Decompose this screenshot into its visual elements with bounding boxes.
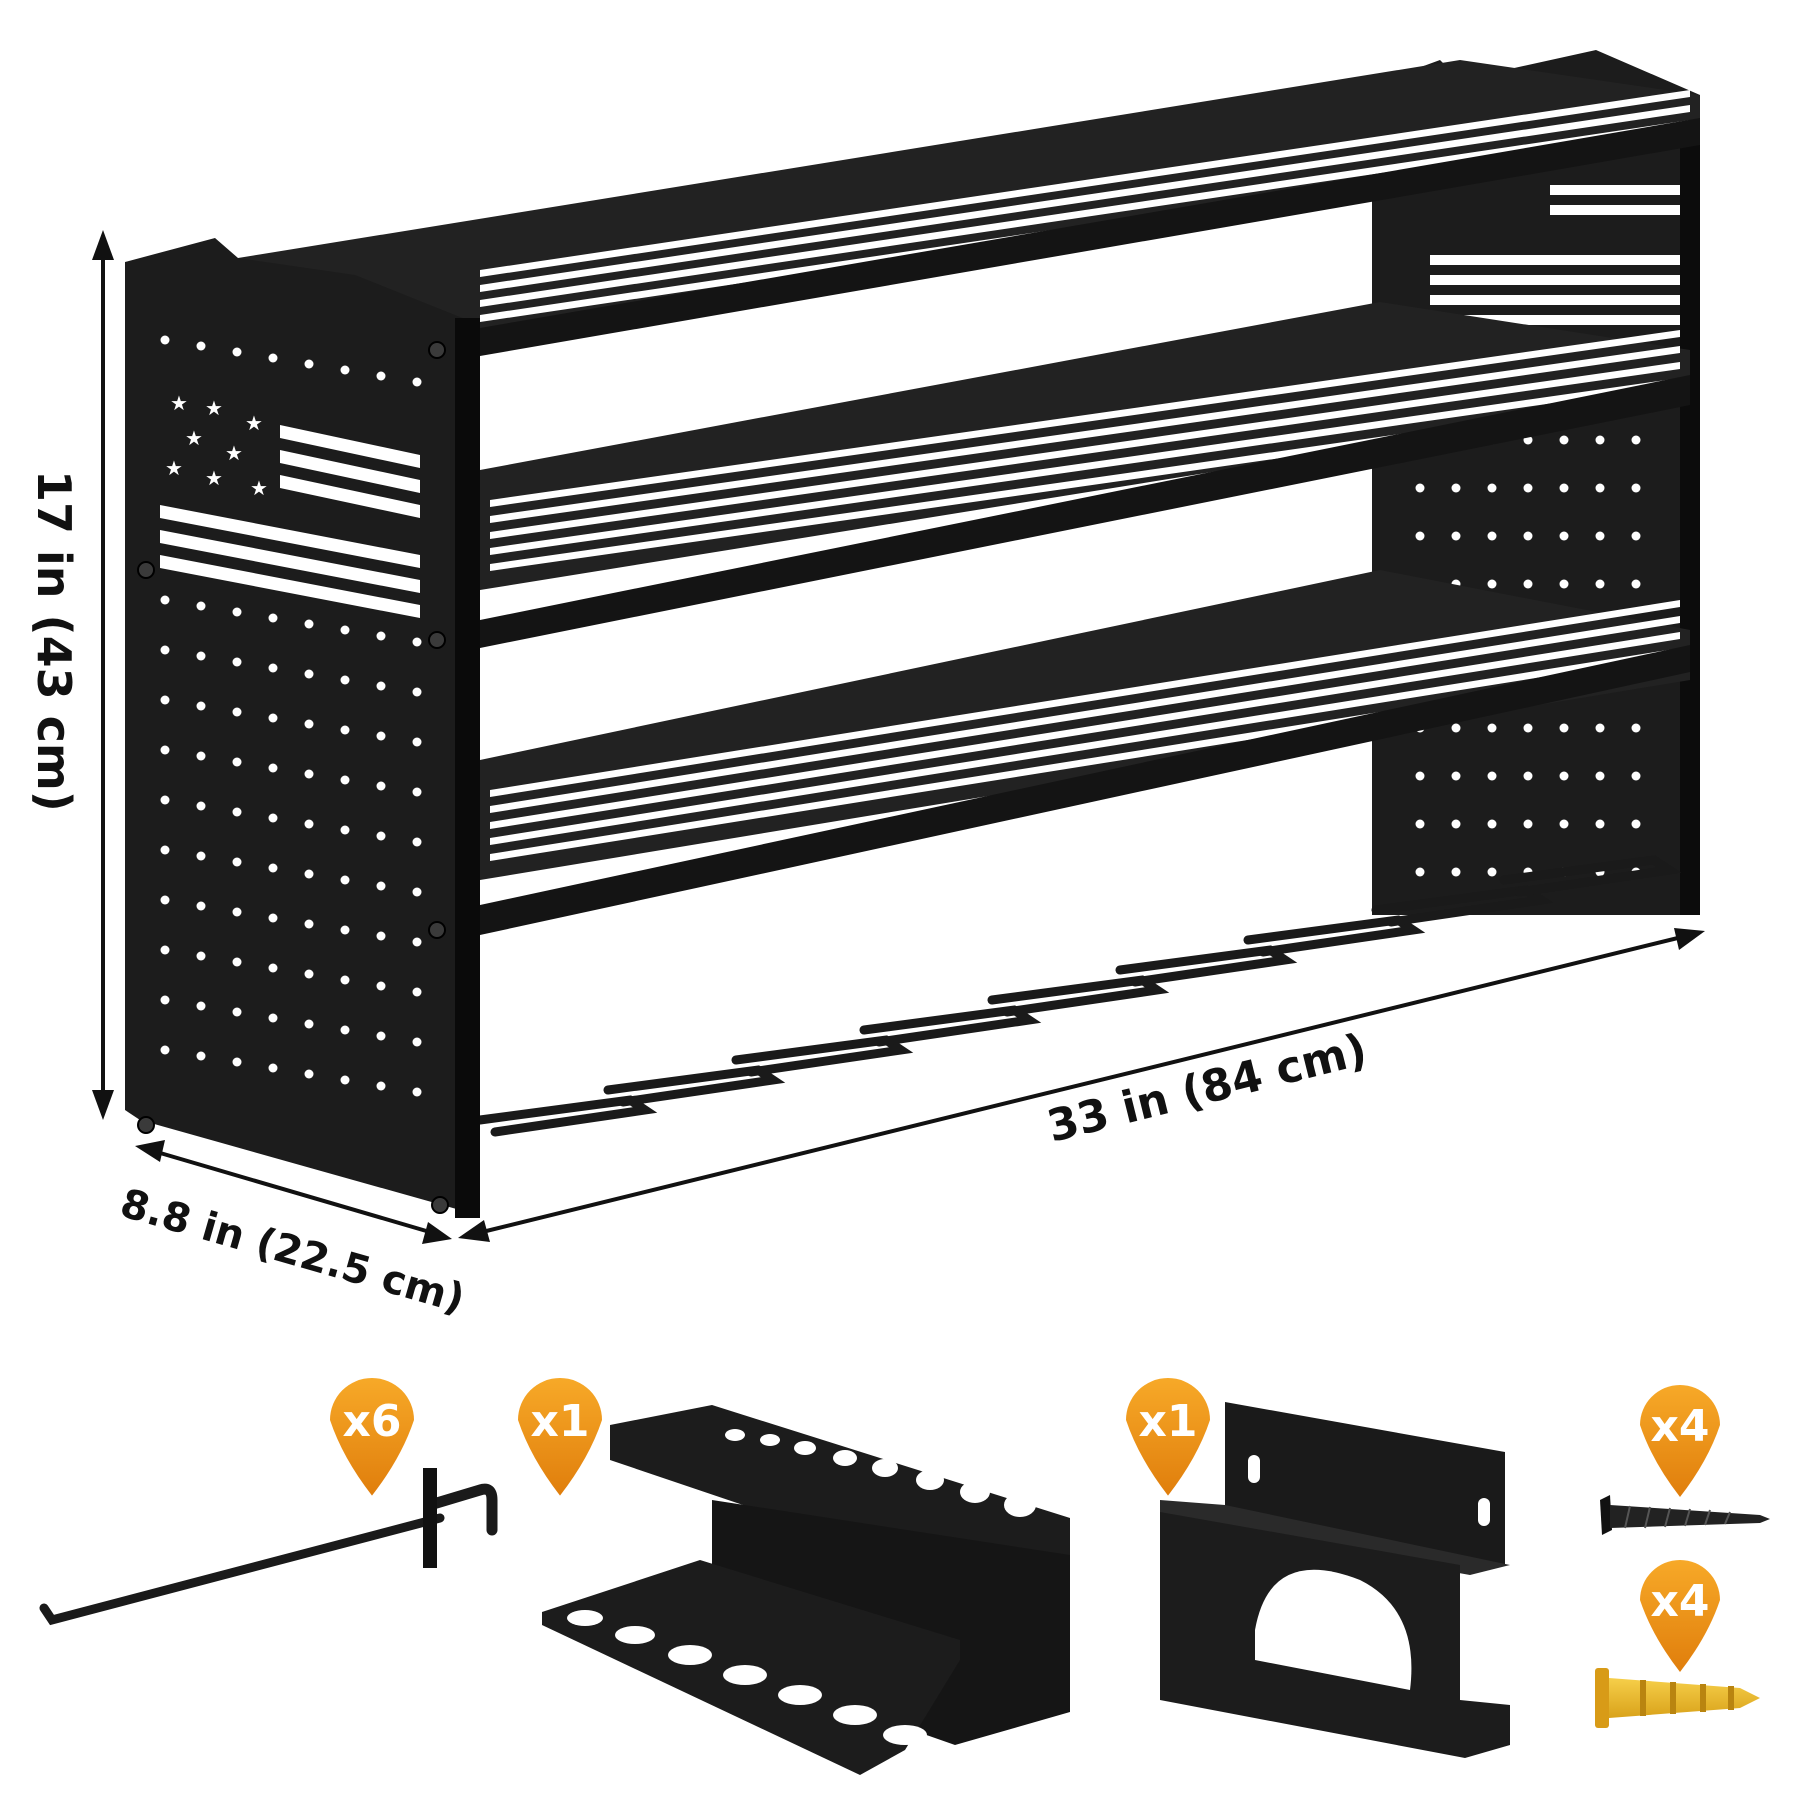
quantity-badge: x1: [518, 1378, 602, 1496]
tool-rack: ★★★ ★★★ ★★: [125, 50, 1700, 1218]
svg-text:★: ★: [165, 456, 183, 480]
quantity-badge: x4: [1640, 1385, 1720, 1497]
quantity-label: x4: [1651, 1576, 1710, 1627]
top-shelf: [238, 60, 1700, 356]
svg-text:★: ★: [250, 476, 268, 500]
left-panel-screws: [137, 341, 449, 1214]
svg-text:★: ★: [245, 411, 263, 435]
quantity-badge: x1: [1126, 1378, 1210, 1496]
accessory-anchor: [1595, 1668, 1760, 1728]
lower-shelf: [480, 570, 1690, 935]
width-label: 33 in (84 cm): [1042, 1024, 1372, 1153]
drill-holder-tines: [475, 855, 1682, 1137]
svg-text:★: ★: [170, 391, 188, 415]
svg-text:★: ★: [205, 396, 223, 420]
right-panel-slots: [1430, 185, 1680, 325]
quantity-badge: x4: [1640, 1560, 1720, 1672]
accessory-drill-bracket: [1160, 1402, 1510, 1758]
left-panel-stars: ★★★ ★★★ ★★: [165, 391, 268, 500]
quantity-badge: x6: [330, 1378, 414, 1496]
middle-shelf: [480, 302, 1690, 648]
svg-text:★: ★: [185, 426, 203, 450]
left-side-panel: ★★★ ★★★ ★★: [125, 238, 480, 1218]
accessory-screw: [1600, 1495, 1770, 1535]
svg-text:★: ★: [205, 466, 223, 490]
accessory-screwdriver-holder: [542, 1405, 1070, 1775]
depth-label: 8.8 in (22.5 cm): [115, 1180, 469, 1322]
accessory-hook: [39, 1468, 498, 1626]
svg-text:★: ★: [225, 441, 243, 465]
height-label: 17 in (43 cm): [27, 470, 81, 812]
height-dimension: 17 in (43 cm): [27, 230, 114, 1120]
quantity-label: x6: [343, 1396, 402, 1447]
quantity-label: x1: [531, 1396, 590, 1447]
left-panel-slots: [160, 425, 420, 618]
quantity-badges: x6 x1 x1 x4 x4: [330, 1378, 1720, 1672]
quantity-label: x4: [1651, 1401, 1710, 1452]
quantity-label: x1: [1139, 1396, 1198, 1447]
left-panel-pegholes: [160, 335, 422, 1097]
